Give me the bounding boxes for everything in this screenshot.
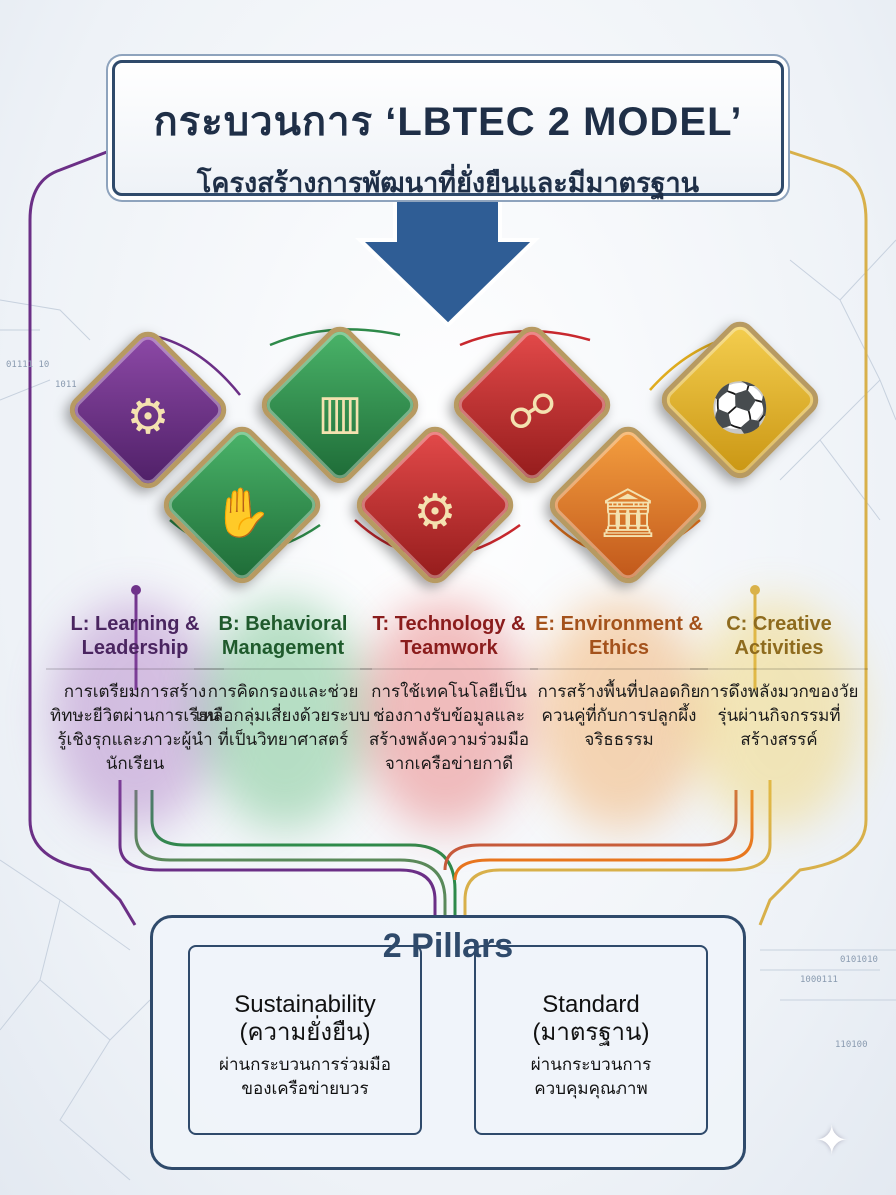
pillar-standard: Standard (มาตรฐาน) ผ่านกระบวนการควบคุมคุ…: [474, 945, 708, 1135]
component-environment: E: Environment & Ethics การสร้างพื้นที่ป…: [530, 612, 708, 752]
binary-decor: 110100: [835, 1040, 868, 1050]
sports-activity-icon: ⚽: [710, 381, 770, 435]
pillar-name: Standard: [542, 991, 640, 1018]
binary-decor: 0101010: [840, 955, 878, 965]
glow: [535, 600, 705, 830]
component-desc: การคิดกรองและช่วยเหลือกลุ่มเสี่ยงด้วยระบ…: [195, 682, 371, 749]
pillars-title: 2 Pillars: [382, 927, 514, 965]
component-technology: T: Technology & Teamwork การใช้เทคโนโลยี…: [360, 612, 538, 776]
binary-decor: 1011: [55, 380, 77, 390]
component-desc: การใช้เทคโนโลยีเป็นช่องกางรับข้อมูลและสร…: [368, 682, 530, 773]
component-creative: C: Creative Activities การดึงพลังมวกของว…: [690, 612, 868, 752]
title-box: กระบวนการ ‘LBTEC 2 MODEL’ โครงสร้างการพั…: [112, 60, 784, 198]
glow: [360, 600, 530, 830]
pillar-desc: ผ่านกระบวนการร่วมมือของเครือข่ายบวร: [219, 1055, 391, 1098]
page-title: กระบวนการ ‘LBTEC 2 MODEL’: [153, 100, 743, 144]
component-learning: L: Learning & Leadership การเตรียมการสร้…: [46, 612, 224, 776]
component-desc: การดึงพลังมวกของวัยรุ่นผ่านกิจกรรมที่สร้…: [699, 682, 859, 749]
pillar-thai-name: (มาตรฐาน): [532, 1019, 650, 1046]
glow: [200, 600, 370, 830]
pillar-name: Sustainability: [234, 991, 376, 1018]
page-subtitle: โครงสร้างการพัฒนาที่ยั่งยืนและมีมาตรฐาน: [196, 168, 700, 198]
component-desc: การเตรียมการสร้างทิทษะยีวิตผ่านการเรียนร…: [50, 682, 220, 773]
component-title: E: Environment & Ethics: [530, 612, 708, 670]
down-arrow-icon: [355, 193, 540, 328]
component-desc: การสร้างพื้นที่ปลอดกิยควนคู่ที่กับการปลู…: [537, 682, 701, 749]
glow: [50, 600, 220, 830]
component-behavioral: B: Behavioral Management การคิดกรองและช่…: [194, 612, 372, 752]
binary-decor: 01111 10: [6, 360, 50, 370]
binary-decor: 1000111: [800, 975, 838, 985]
pillar-thai-name: (ความยั่งยืน): [239, 1019, 371, 1046]
component-title: L: Learning & Leadership: [46, 612, 224, 670]
school-building-icon: 🏛: [597, 486, 659, 540]
component-title: T: Technology & Teamwork: [360, 612, 538, 670]
pillars-box: [150, 915, 746, 1170]
sparkle-icon: ✦: [815, 1119, 849, 1163]
pillar-desc: ผ่านกระบวนการควบคุมคุณภาพ: [530, 1055, 652, 1098]
pillar-sustainability: Sustainability (ความยั่งยืน) ผ่านกระบวนก…: [188, 945, 422, 1135]
component-title: C: Creative Activities: [690, 612, 868, 670]
component-title: B: Behavioral Management: [194, 612, 372, 670]
glow: [690, 600, 860, 830]
